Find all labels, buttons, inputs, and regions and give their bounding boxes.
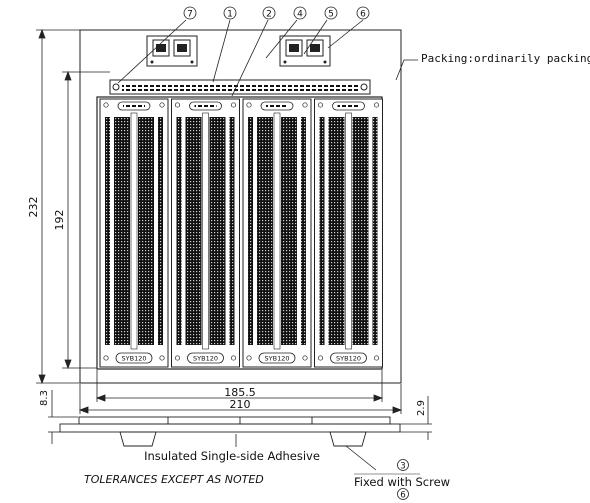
packing-note: Packing:ordinarily packing [421,52,590,65]
callout-6-text: 6 [360,10,366,20]
dim-height-inner-text: 192 [53,210,66,231]
breadboard-modules: SYB120 SYB120 SYB120 SYB120 [99,98,383,368]
module-label: SYB120 [336,355,361,363]
tolerances-note: TOLERANCES EXCEPT AS NOTED [84,473,264,486]
terminal-post-left [146,35,198,67]
callout-7-text: 7 [187,10,193,20]
callout-2-text: 2 [266,10,272,20]
dim-base-right [400,396,432,440]
callout-4: 4 [293,6,307,20]
screw-callout-6: 6 [397,488,409,501]
callout-2: 2 [262,6,276,20]
base-side-view [59,416,401,447]
screw-note: Fixed with Screw [354,475,450,489]
screw-callout-3-text: 3 [400,462,405,472]
dim-width-inner-text: 185.5 [224,386,256,399]
callout-6: 6 [356,6,370,20]
terminal-post-right [279,35,331,67]
breadboard-module: SYB120 [171,98,240,368]
module-label: SYB120 [193,355,218,363]
dim-width-outer-text: 210 [230,398,251,411]
adhesive-note: Insulated Single-side Adhesive [144,449,320,463]
dim-height-inner [62,70,110,370]
base-plate-outline [79,29,402,384]
dim-height-outer-text: 232 [27,197,40,218]
breadboard-module: SYB120 [242,98,312,368]
screw-callout-3: 3 [397,459,409,472]
callout-1: 1 [223,6,237,20]
callout-7: 7 [183,6,197,20]
dim-base-right-text: 2.9 [416,400,427,416]
dim-height-outer [36,28,80,385]
dim-width-outer [78,384,403,414]
callout-4-text: 4 [297,10,303,20]
callout-5-text: 5 [328,10,334,20]
dim-base-left [48,390,78,444]
module-label: SYB120 [265,355,290,363]
dim-width-inner [95,370,384,402]
screw-callout-6-text: 6 [400,491,405,501]
module-label: SYB120 [122,355,147,363]
power-bus-rail [109,79,371,95]
callout-5: 5 [324,6,338,20]
dim-base-left-text: 8.3 [39,390,50,406]
callout-1-text: 1 [227,10,233,20]
breadboard-module: SYB120 [99,98,169,368]
breadboard-module: SYB120 [314,98,383,368]
callout-leaders [117,19,418,97]
